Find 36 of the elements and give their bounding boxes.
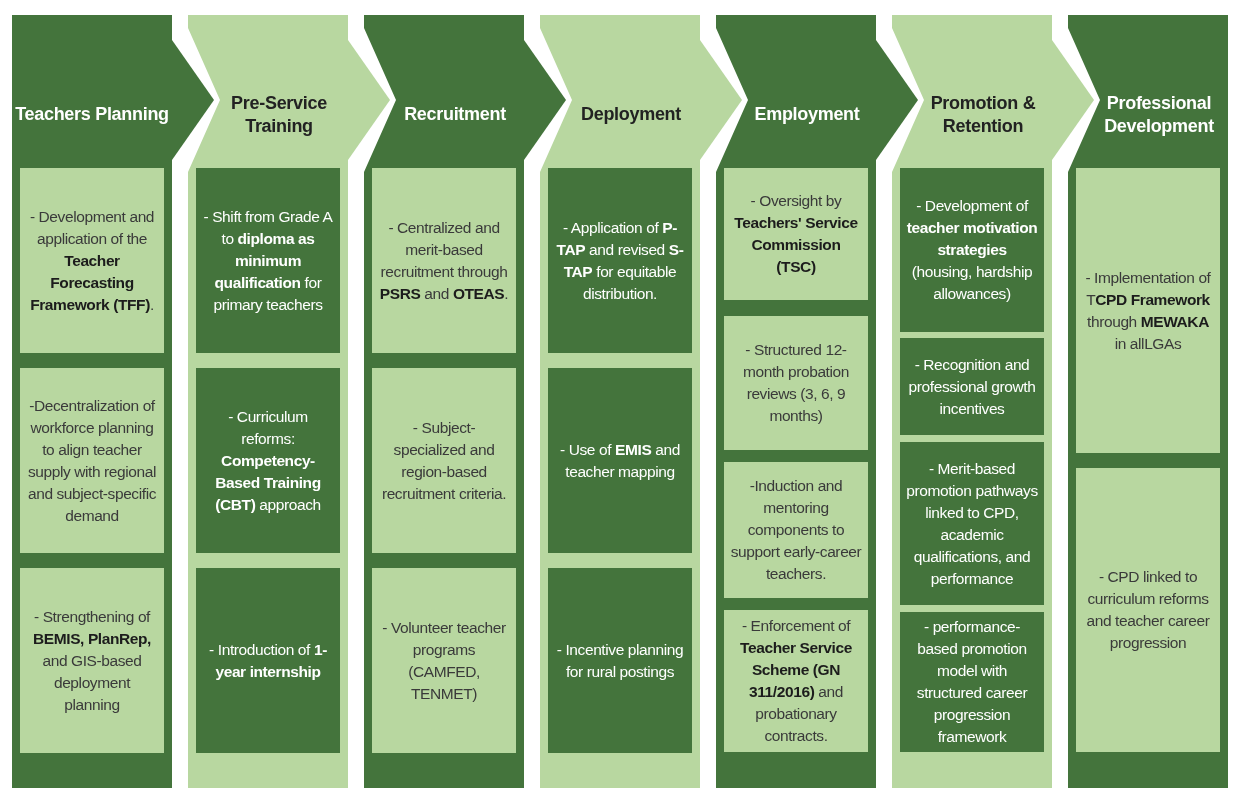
info-card: - Curriculum reforms: Competency-Based Training (CBT) approach — [196, 368, 340, 553]
info-card: -Decentralization of workforce planning to align teacher supply with regional and subject-specific demand — [20, 368, 164, 553]
info-card: - performance-based promotion model with structured career progression framework — [900, 612, 1044, 752]
info-card: -Induction and mentoring components to support early-career teachers. — [724, 462, 868, 598]
info-card: - Introduction of 1-year internship — [196, 568, 340, 753]
info-card: - Merit-based promotion pathways linked to CPD, academic qualifications, and performance — [900, 442, 1044, 605]
info-card: - Development and application of the Teacher Forecasting Framework (TFF). — [20, 168, 164, 353]
chevron-arrow — [524, 40, 566, 160]
column-heading: Professional Development — [1103, 91, 1215, 138]
info-card: - Centralized and merit-based recruitment through PSRS and OTEAS. — [372, 168, 516, 353]
info-card: - Implementation of TCPD Framework through MEWAKA in allLGAs — [1076, 168, 1220, 453]
column-heading: Teachers Planning — [15, 103, 169, 127]
chevron-arrow — [700, 40, 742, 160]
info-card: - CPD linked to curriculum reforms and teacher career progression — [1076, 468, 1220, 752]
column-panel — [1068, 15, 1228, 788]
column-heading: Employment — [754, 103, 860, 127]
info-card: - Subject-specialized and region-based recruitment criteria. — [372, 368, 516, 553]
column-heading: Deployment — [581, 103, 681, 127]
chevron-arrow — [876, 40, 918, 160]
info-card: - Volunteer teacher programs (CAMFED, TENMET) — [372, 568, 516, 753]
info-card: - Strengthening of BEMIS, PlanRep, and GIS-based deployment planning — [20, 568, 164, 753]
chevron-arrow — [348, 40, 390, 160]
info-card: - Shift from Grade A to diploma as minimum qualification for primary teachers — [196, 168, 340, 353]
column-heading: Recruitment — [404, 103, 506, 127]
info-card: - Incentive planning for rural postings — [548, 568, 692, 753]
info-card: - Enforcement of Teacher Service Scheme (GN 311/2016) and probationary contracts. — [724, 610, 868, 752]
info-card: - Recognition and professional growth incentives — [900, 338, 1044, 435]
info-card: - Application of P-TAP and revised S-TAP for equitable distribution. — [548, 168, 692, 353]
info-card: - Development of teacher motivation strategies (housing, hardship allowances) — [900, 168, 1044, 332]
info-card: - Structured 12-month probation reviews (3, 6, 9 months) — [724, 316, 868, 450]
column-heading: Promotion & Retention — [929, 91, 1037, 138]
info-card: - Use of EMIS and teacher mapping — [548, 368, 692, 553]
chevron-arrow — [172, 40, 214, 160]
column-heading: Pre-Service Training — [230, 91, 328, 138]
chevron-arrow — [1052, 40, 1094, 160]
info-card: - Oversight by Teachers' Service Commission (TSC) — [724, 168, 868, 300]
